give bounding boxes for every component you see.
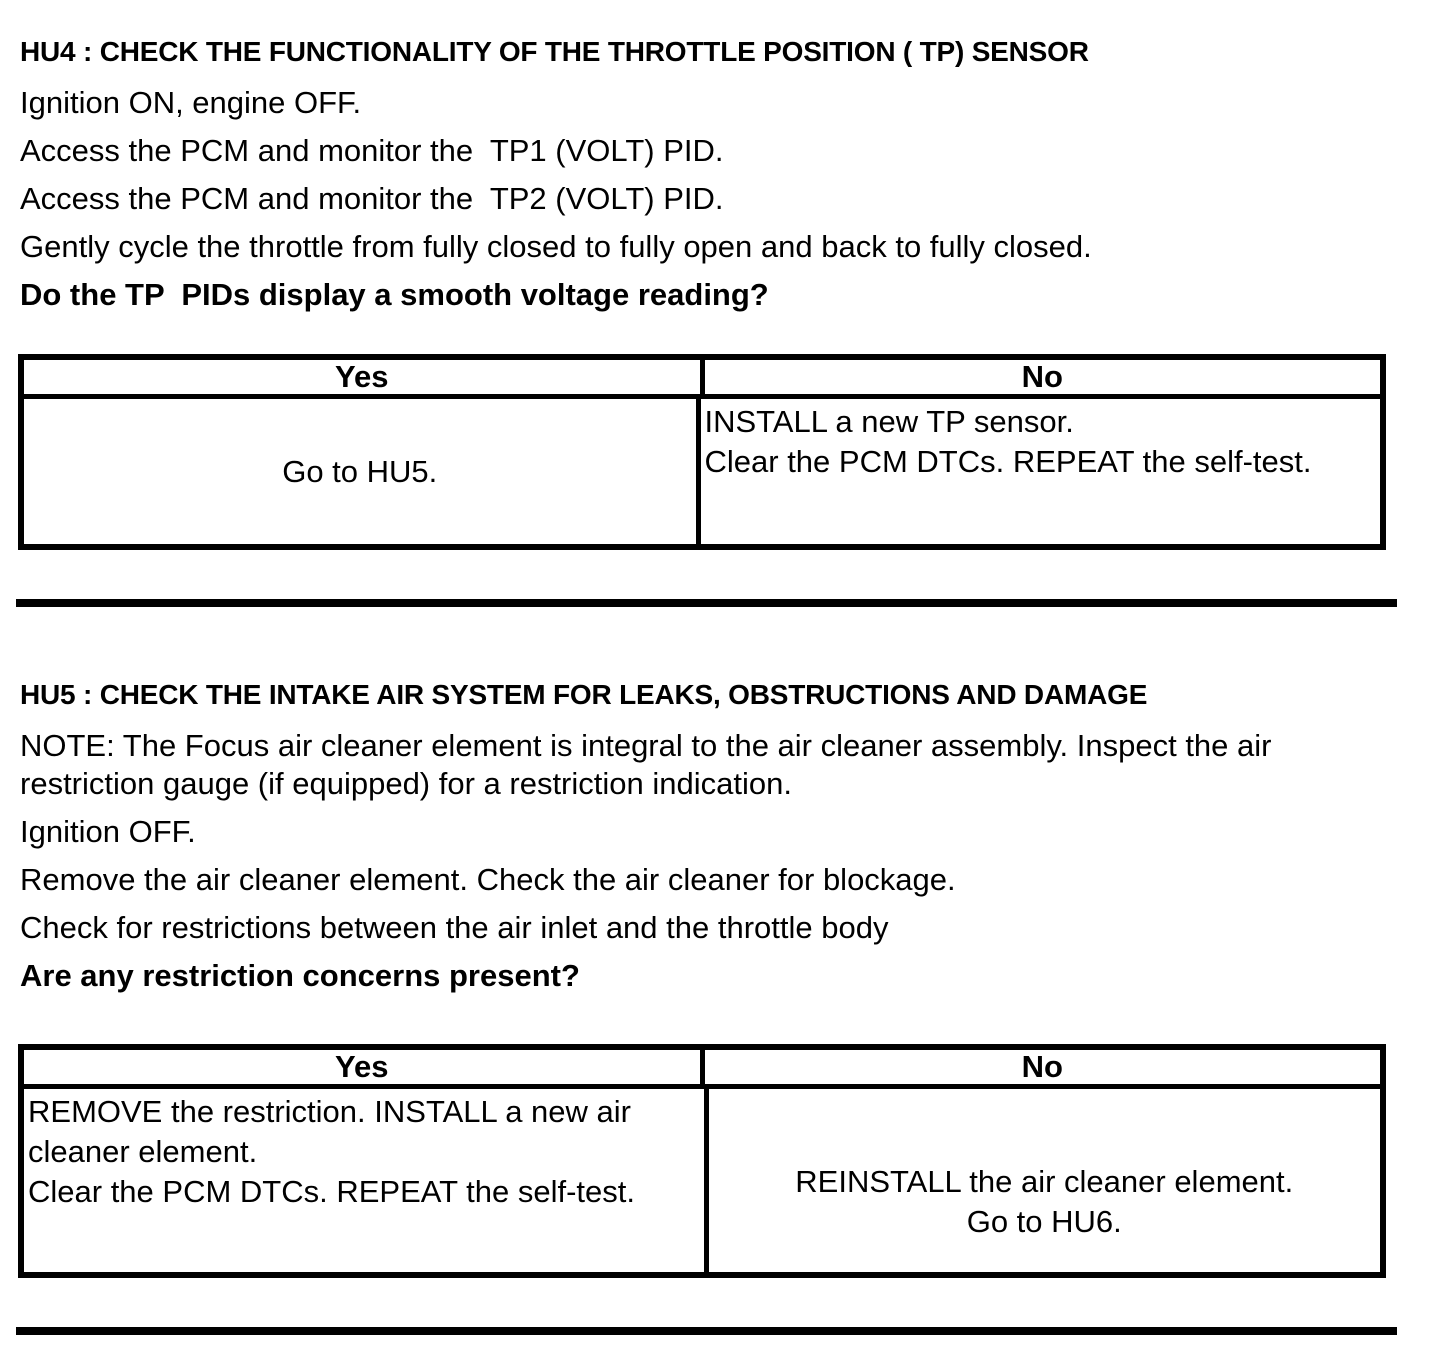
- hu4-step-2: Access the PCM and monitor the TP1 (VOLT…: [20, 133, 724, 168]
- page-bottom-rule: [16, 1327, 1397, 1335]
- section-hu5-heading: HU5 : CHECK THE INTAKE AIR SYSTEM FOR LE…: [20, 679, 1148, 710]
- document-page: HU4 : CHECK THE FUNCTIONALITY OF THE THR…: [16, 33, 1420, 1335]
- section-hu4: HU4 : CHECK THE FUNCTIONALITY OF THE THR…: [16, 33, 1420, 607]
- table-body-row: Go to HU5. INSTALL a new TP sensor. Clear…: [24, 399, 1380, 544]
- decision-table-hu4: Yes No Go to HU5. INSTALL a new TP senso…: [18, 354, 1386, 550]
- yes-column-header: Yes: [24, 1050, 705, 1084]
- section-hu5: HU5 : CHECK THE INTAKE AIR SYSTEM FOR LE…: [16, 676, 1420, 1335]
- cell-line: Clear the PCM DTCs. REPEAT the self-test…: [28, 1174, 635, 1209]
- decision-table-hu5: Yes No REMOVE the restriction. INSTALL a…: [18, 1044, 1386, 1278]
- cell-line: INSTALL a new TP sensor.: [704, 404, 1074, 439]
- hu5-step-2: Remove the air cleaner element. Check th…: [20, 862, 956, 897]
- cell-line: REMOVE the restriction. INSTALL a new ai…: [28, 1094, 640, 1169]
- no-action-cell: INSTALL a new TP sensor. Clear the PCM DT…: [701, 399, 1381, 544]
- section-hu4-heading: HU4 : CHECK THE FUNCTIONALITY OF THE THR…: [20, 36, 1089, 67]
- yes-action-cell: REMOVE the restriction. INSTALL a new ai…: [24, 1089, 709, 1272]
- hu4-step-3: Access the PCM and monitor the TP2 (VOLT…: [20, 181, 724, 216]
- cell-line: Clear the PCM DTCs. REPEAT the self-test…: [704, 444, 1312, 479]
- hu4-step-1: Ignition ON, engine OFF.: [20, 85, 362, 120]
- hu5-step-1: Ignition OFF.: [20, 814, 196, 849]
- cell-line: Go to HU6.: [966, 1203, 1122, 1239]
- yes-column-header: Yes: [24, 360, 705, 394]
- table-header-row: Yes No: [24, 360, 1380, 399]
- no-column-header: No: [1021, 1049, 1063, 1084]
- hu5-note: NOTE: The Focus air cleaner element is i…: [20, 728, 1281, 801]
- no-column-header: No: [1021, 359, 1063, 394]
- cell-line: Go to HU5.: [282, 453, 438, 489]
- hu5-decision-question: Are any restriction concerns present?: [20, 958, 580, 993]
- hu5-step-3: Check for restrictions between the air i…: [20, 910, 889, 945]
- table-body-row: REMOVE the restriction. INSTALL a new ai…: [24, 1089, 1380, 1272]
- hu4-step-4: Gently cycle the throttle from fully clo…: [20, 229, 1092, 264]
- section-divider-rule: [16, 599, 1397, 607]
- table-header-row: Yes No: [24, 1050, 1380, 1089]
- no-action-cell: REINSTALL the air cleaner element. Go to …: [709, 1089, 1381, 1272]
- hu4-decision-question: Do the TP PIDs display a smooth voltage …: [20, 277, 769, 312]
- cell-line: REINSTALL the air cleaner element.: [795, 1163, 1294, 1199]
- yes-action-cell: Go to HU5.: [24, 399, 701, 544]
